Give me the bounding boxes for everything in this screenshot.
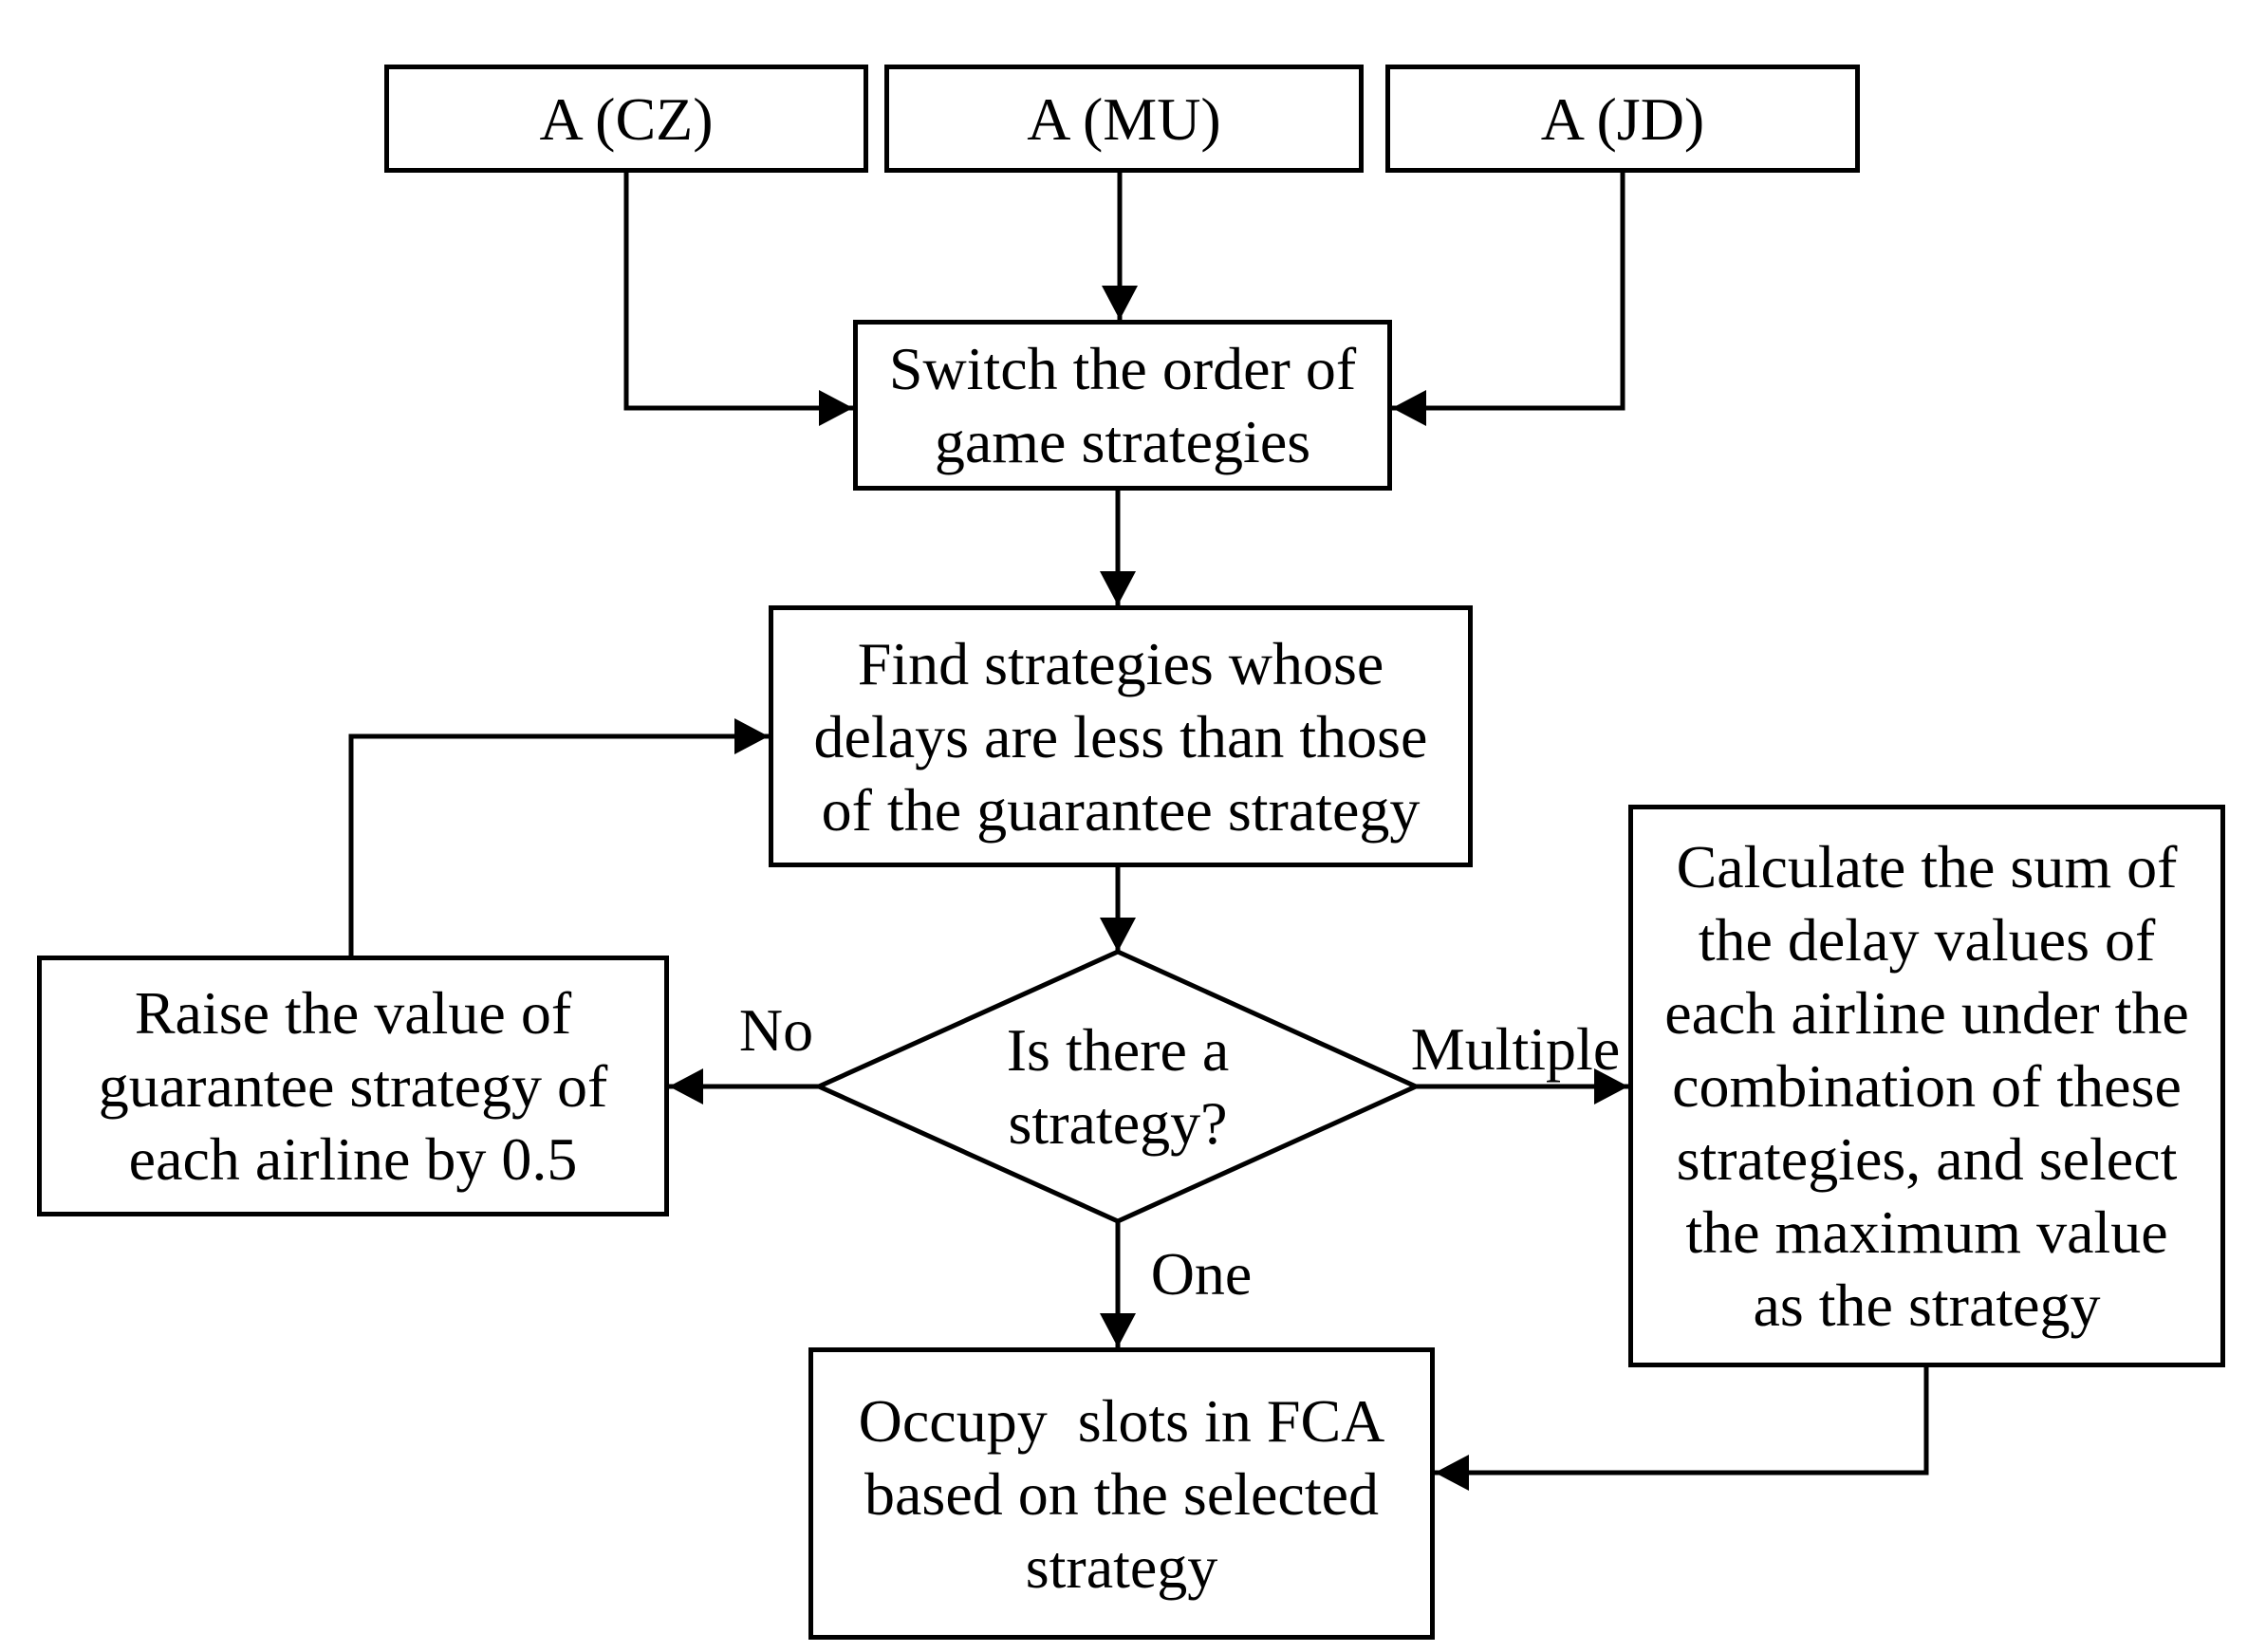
edge-calculate-to-occupy <box>1435 1367 1929 1491</box>
node-find-strategies: Find strategies whose delays are less th… <box>769 605 1473 867</box>
edge-cz-to-switch <box>623 171 853 426</box>
edge-jd-to-switch <box>1392 171 1625 426</box>
node-decision: Is there a strategy? <box>914 1013 1322 1160</box>
node-occupy-slots-label: Occupy slots in FCA based on the selecte… <box>858 1386 1385 1601</box>
node-calculate-sum: Calculate the sum of the delay values of… <box>1628 805 2225 1367</box>
decision-diamond-shape <box>812 949 1422 1224</box>
edge-raise-to-find <box>348 718 769 956</box>
node-a-jd: A (JD) <box>1385 65 1860 173</box>
node-raise-value-label: Raise the value of guarantee strategy of… <box>98 979 608 1193</box>
node-a-mu-label: A (MU) <box>1027 84 1221 153</box>
node-switch-order-label: Switch the order of game strategies <box>888 335 1357 475</box>
node-occupy-slots: Occupy slots in FCA based on the selecte… <box>808 1347 1435 1640</box>
edge-label-no: No <box>738 996 814 1064</box>
node-a-mu: A (MU) <box>884 65 1364 173</box>
node-decision-label: Is there a strategy? <box>1006 1016 1230 1157</box>
node-calculate-sum-label: Calculate the sum of the delay values of… <box>1664 833 2189 1339</box>
node-switch-order: Switch the order of game strategies <box>853 320 1392 491</box>
node-find-strategies-label: Find strategies whose delays are less th… <box>813 629 1428 844</box>
edge-label-one: One <box>1150 1240 1253 1308</box>
node-a-cz-label: A (CZ) <box>539 84 714 153</box>
node-a-jd-label: A (JD) <box>1540 84 1705 153</box>
node-a-cz: A (CZ) <box>384 65 868 173</box>
node-raise-value: Raise the value of guarantee strategy of… <box>37 956 669 1216</box>
edge-label-multiple: Multiple <box>1410 1015 1621 1083</box>
